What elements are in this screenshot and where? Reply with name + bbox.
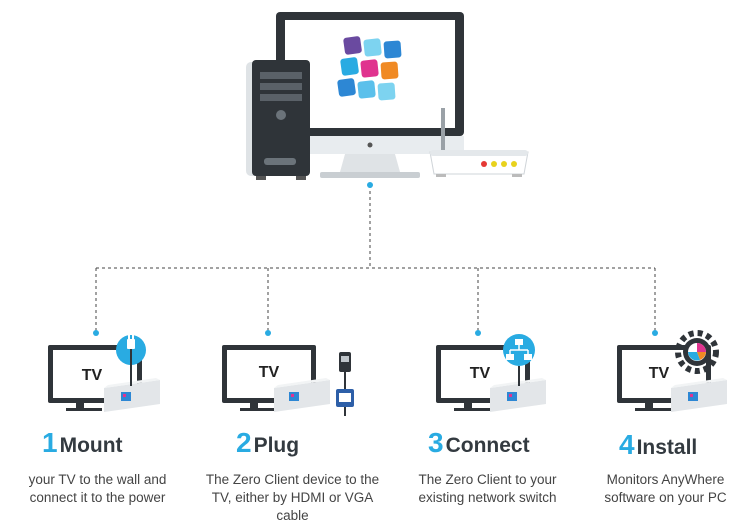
monitors-anywhere-logo — [337, 36, 402, 101]
step-install-title: 4 Install — [619, 430, 697, 463]
step-plug-title: 2 Plug — [236, 428, 299, 461]
step-title-text: Mount — [59, 434, 123, 457]
network-icon — [503, 334, 535, 386]
desc-line: The Zero Client device to the — [205, 472, 380, 487]
desktop-monitor — [276, 12, 464, 178]
connection-lines — [95, 185, 656, 332]
step-connect-description: The Zero Client to your existing network… — [400, 471, 575, 507]
step-title-text: Plug — [253, 434, 300, 457]
desc-line: TV, either by HDMI or VGA — [211, 490, 374, 505]
step-number: 1 — [42, 427, 58, 458]
step-title-text: Install — [636, 436, 698, 459]
gear-icon — [675, 330, 719, 374]
tv-unit-connect: TV — [436, 334, 546, 412]
desc-line: existing network switch — [418, 490, 557, 505]
step-number: 3 — [428, 427, 444, 458]
desc-line: connect it to the power — [29, 490, 166, 505]
step-mount-title: 1 Mount — [42, 428, 123, 461]
tv-label: TV — [82, 367, 103, 384]
step-title-text: Connect — [445, 434, 530, 457]
router — [429, 108, 529, 177]
desc-line: your TV to the wall and — [28, 472, 167, 487]
pc-setup — [246, 12, 529, 180]
step-install-description: Monitors AnyWhere software on your PC — [588, 471, 743, 507]
tv-unit-plug: TV — [222, 345, 354, 416]
step-connect-title: 3 Connect — [428, 428, 530, 461]
tv-label: TV — [259, 364, 280, 381]
tv-unit-install: TV — [617, 330, 727, 412]
desc-line: The Zero Client to your — [418, 472, 557, 487]
connection-dots — [93, 182, 658, 336]
desc-line: software on your PC — [604, 490, 727, 505]
tv-label: TV — [649, 365, 670, 382]
step-number: 4 — [619, 429, 635, 460]
hdmi-vga-cable-icon — [336, 352, 354, 416]
tv-unit-mount: TV — [48, 335, 160, 412]
step-number: 2 — [236, 427, 252, 458]
pc-tower — [246, 60, 310, 180]
desc-line: Monitors AnyWhere — [606, 472, 725, 487]
tv-label: TV — [470, 365, 491, 382]
desc-line: cable — [276, 508, 309, 523]
step-plug-description: The Zero Client device to the TV, either… — [190, 471, 395, 525]
step-mount-description: your TV to the wall and connect it to th… — [10, 471, 185, 507]
